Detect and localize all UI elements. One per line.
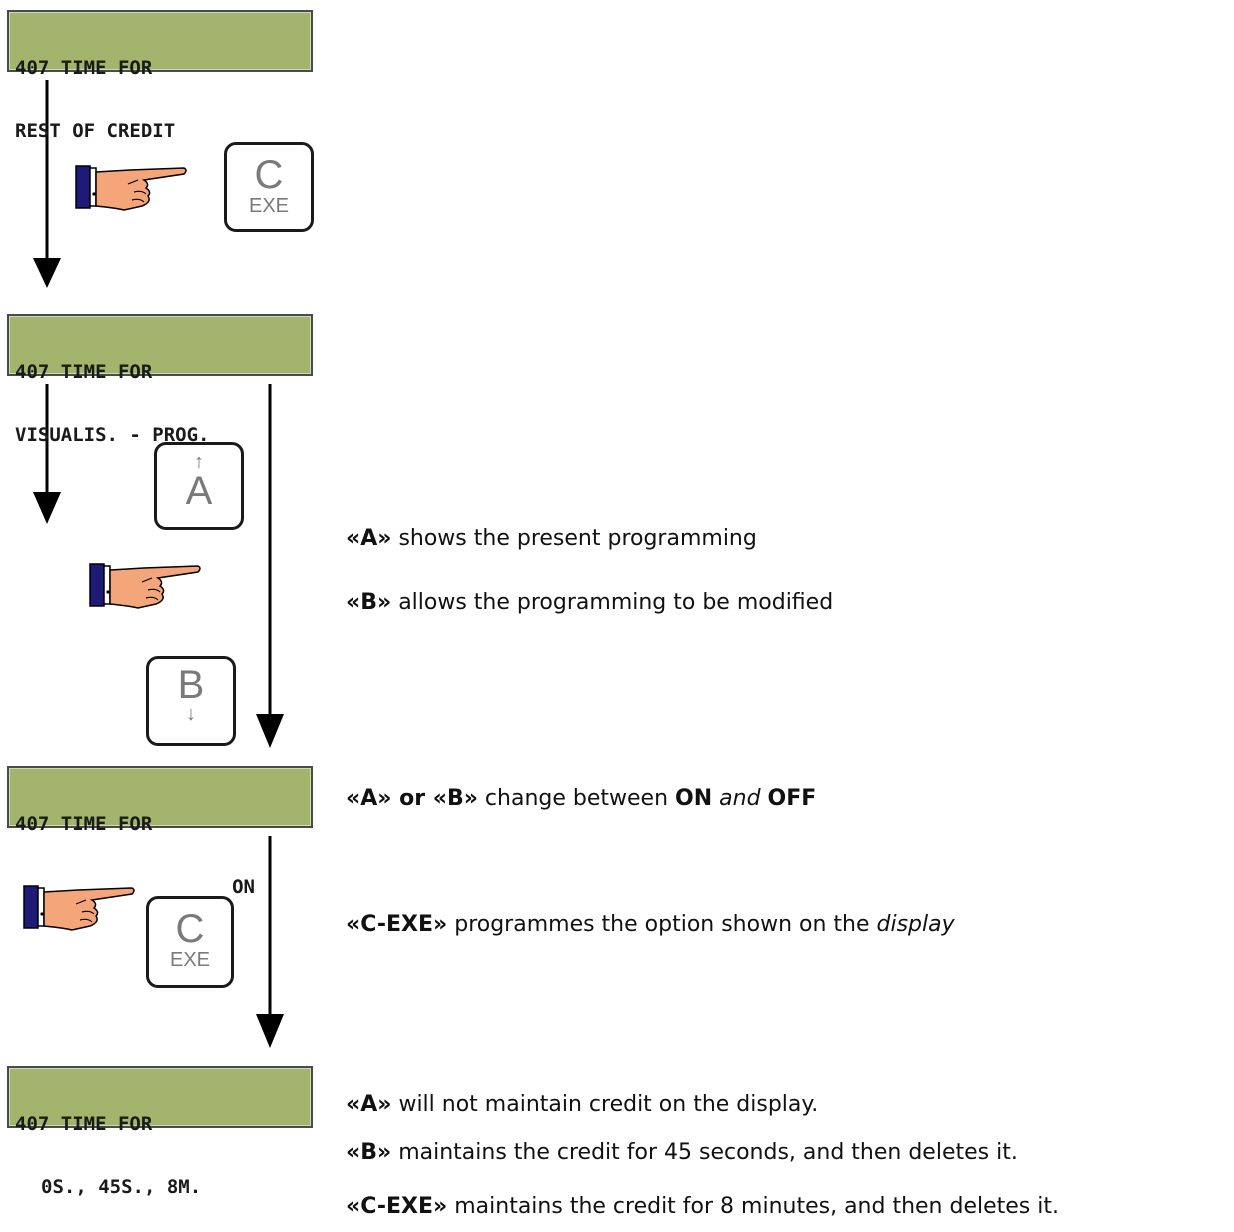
- note-c-exe-8m: «C-EXE» maintains the credit for 8 minut…: [346, 1194, 1059, 1219]
- note-c-exe-programmes: «C-EXE» programmes the option shown on t…: [346, 912, 955, 937]
- lcd-line-2: ON: [232, 876, 255, 898]
- lcd-display-1: 407 TIME FOR REST OF CREDIT: [7, 10, 313, 142]
- note-a-shows: «A» shows the present programming: [346, 526, 757, 551]
- lcd-line-1: 407 TIME FOR: [15, 813, 153, 835]
- lcd-display-3: 407 TIME FOR ON: [7, 766, 313, 898]
- arrow-1-head: [33, 258, 61, 288]
- arrow-up-icon: ↑: [194, 451, 204, 473]
- lcd-display-2: 407 TIME FOR VISUALIS. - PROG.: [7, 314, 313, 446]
- lcd-line-1: 407 TIME FOR: [15, 1113, 153, 1135]
- lcd-display-4: 407 TIME FOR 0S., 45S., 8M.: [7, 1066, 313, 1198]
- lcd-line-2: VISUALIS. - PROG.: [15, 424, 210, 446]
- hand-pointer-icon-2: [89, 563, 201, 609]
- b-key[interactable]: B ↓: [146, 656, 236, 746]
- lcd-line-2: 0S., 45S., 8M.: [41, 1176, 202, 1198]
- a-key[interactable]: ↑ A: [154, 442, 244, 530]
- note-a-no-credit: «A» will not maintain credit on the disp…: [346, 1092, 819, 1117]
- arrow-3-head: [256, 1014, 284, 1048]
- lcd-line-1: 407 TIME FOR: [15, 57, 153, 79]
- hand-pointer-icon-1: [75, 165, 187, 211]
- lcd-line-2: REST OF CREDIT: [15, 120, 176, 142]
- note-b-45s: «B» maintains the credit for 45 seconds,…: [346, 1140, 1018, 1165]
- lcd-line-1: 407 TIME FOR: [15, 361, 153, 383]
- note-b-modify: «B» allows the programming to be modifie…: [346, 590, 834, 615]
- arrow-down-icon: ↓: [186, 703, 196, 725]
- note-a-or-b: «A» or «B» change between ON and OFF: [346, 786, 817, 811]
- c-exe-key-1[interactable]: C EXE: [224, 142, 314, 232]
- arrow-2-right-head: [256, 714, 284, 748]
- arrow-2-left-head: [33, 492, 61, 524]
- c-exe-key-2[interactable]: C EXE: [146, 896, 234, 988]
